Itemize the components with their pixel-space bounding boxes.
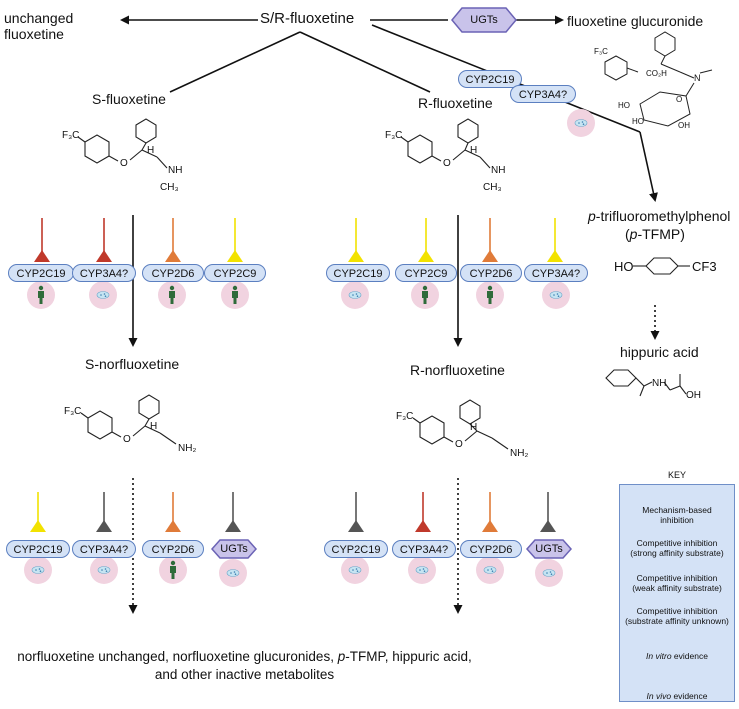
o-label: O (123, 434, 131, 445)
s-fluoxetine-label: S-fluoxetine (92, 91, 166, 107)
key-title: KEY (667, 470, 686, 480)
r-row2-ugts: UGTs (535, 543, 563, 555)
evidence-icons-row2 (23, 555, 564, 588)
sr-fluoxetine-label: S/R-fluoxetine (260, 10, 355, 27)
hippuric-structure (605, 369, 687, 397)
key-strong: Competitive inhibition (strong affinity … (630, 538, 724, 558)
r-row1-cyp2d6: CYP2D6 (460, 264, 522, 282)
inhibition-tbar-icon (34, 218, 243, 262)
nh2-label: NH₂ (178, 443, 197, 454)
s-row1-cyp2c19: CYP2C19 (8, 264, 74, 282)
s-row1-cyp3a4: CYP3A4? (72, 264, 136, 282)
r-row2-cyp2d6: CYP2D6 (460, 540, 522, 558)
ptfmp-abbrev-label: (p-TFMP) (625, 226, 685, 242)
key-box (619, 484, 735, 702)
top-arrows (120, 15, 660, 614)
r-norfluoxetine-label: R-norfluoxetine (410, 362, 505, 378)
s-row2-cyp3a4: CYP3A4? (72, 540, 136, 558)
final-metabolites-line2: and other inactive metabolites (154, 667, 335, 682)
r-row2-cyp3a4: CYP3A4? (392, 540, 456, 558)
glucuronide-structure (604, 31, 713, 127)
h-label: H (150, 421, 158, 432)
s-norfluoxetine-structure (80, 394, 177, 445)
key-in-vivo: In vivo evidence (646, 691, 708, 701)
r-fluoxetine-label: R-fluoxetine (418, 95, 493, 111)
r-fluoxetine-structure (400, 118, 491, 169)
n-label: N (694, 73, 701, 83)
ptfmp-structure (633, 257, 690, 275)
s-row2-ugts: UGTs (220, 543, 248, 555)
ho-label: HO (614, 259, 634, 274)
nh2-label: NH₂ (510, 448, 529, 459)
o-label: O (443, 158, 451, 169)
key-weak: Competitive inhibition (weak affinity su… (632, 573, 722, 593)
r-row1-cyp2c9: CYP2C9 (395, 264, 457, 282)
r-row2-cyp2c19: CYP2C19 (324, 540, 388, 558)
oh-label: OH (678, 121, 690, 130)
h-label: H (470, 422, 478, 433)
cf3-label: CF3 (692, 259, 717, 274)
ring-o-label: O (676, 95, 683, 104)
f3c-label: F₃C (594, 47, 608, 56)
ch3-label: CH₃ (483, 182, 502, 193)
ho-label: HO (632, 117, 644, 126)
inhibition-tbar-icon (348, 218, 563, 262)
s-row1-cyp2c9: CYP2C9 (204, 264, 266, 282)
h-label: H (147, 145, 155, 156)
co2h-label: CO₂H (646, 69, 667, 78)
ch3-label: CH₃ (160, 182, 179, 193)
key-mechanism: Mechanism-based inhibition (642, 505, 712, 525)
nh-label: NH (491, 165, 506, 176)
r-row1-cyp2c19: CYP2C19 (326, 264, 390, 282)
nh-label: NH (652, 378, 667, 389)
r-norfluoxetine-structure (412, 399, 509, 450)
cyp2c19-pill: CYP2C19 (458, 70, 522, 88)
s-row2-cyp2c19: CYP2C19 (6, 540, 70, 558)
ptfmp-label: p-trifluoromethylphenol (588, 208, 731, 224)
r-row1-cyp3a4: CYP3A4? (524, 264, 588, 282)
nh-label: NH (168, 165, 183, 176)
f3c-label: F₃C (396, 411, 414, 422)
s-norfluoxetine-label: S-norfluoxetine (85, 356, 180, 372)
inhibition-tbar-icon (348, 492, 556, 532)
inhibition-tbar-icon (30, 492, 241, 532)
hexagon-icon (451, 7, 517, 33)
s-row1-cyp2d6: CYP2D6 (142, 264, 204, 282)
cyp3a4-pill: CYP3A4? (510, 85, 576, 103)
f3c-label: F₃C (64, 406, 82, 417)
ugt-label: UGTs (470, 14, 498, 26)
h-label: H (470, 145, 478, 156)
oh-label: OH (686, 390, 701, 401)
f3c-label: F₃C (385, 130, 403, 141)
ho-label: HO (618, 101, 630, 110)
o-label: O (455, 439, 463, 450)
unchanged-fluoxetine-label: unchanged fluoxetine (4, 10, 74, 42)
final-metabolites-line1: norfluoxetine unchanged, norfluoxetine g… (17, 649, 472, 664)
f3c-label: F₃C (62, 130, 80, 141)
hippuric-acid-label: hippuric acid (620, 344, 699, 360)
s-row2-cyp2d6: CYP2D6 (142, 540, 204, 558)
hexagon-icon (210, 539, 258, 559)
fluoxetine-glucuronide-label: fluoxetine glucuronide (567, 13, 704, 29)
o-label: O (120, 158, 128, 169)
hexagon-icon (525, 539, 573, 559)
key-in-vitro: In vitro evidence (646, 651, 708, 661)
s-fluoxetine-structure (77, 118, 168, 169)
key-unknown: Competitive inhibition (substrate affini… (625, 606, 729, 626)
